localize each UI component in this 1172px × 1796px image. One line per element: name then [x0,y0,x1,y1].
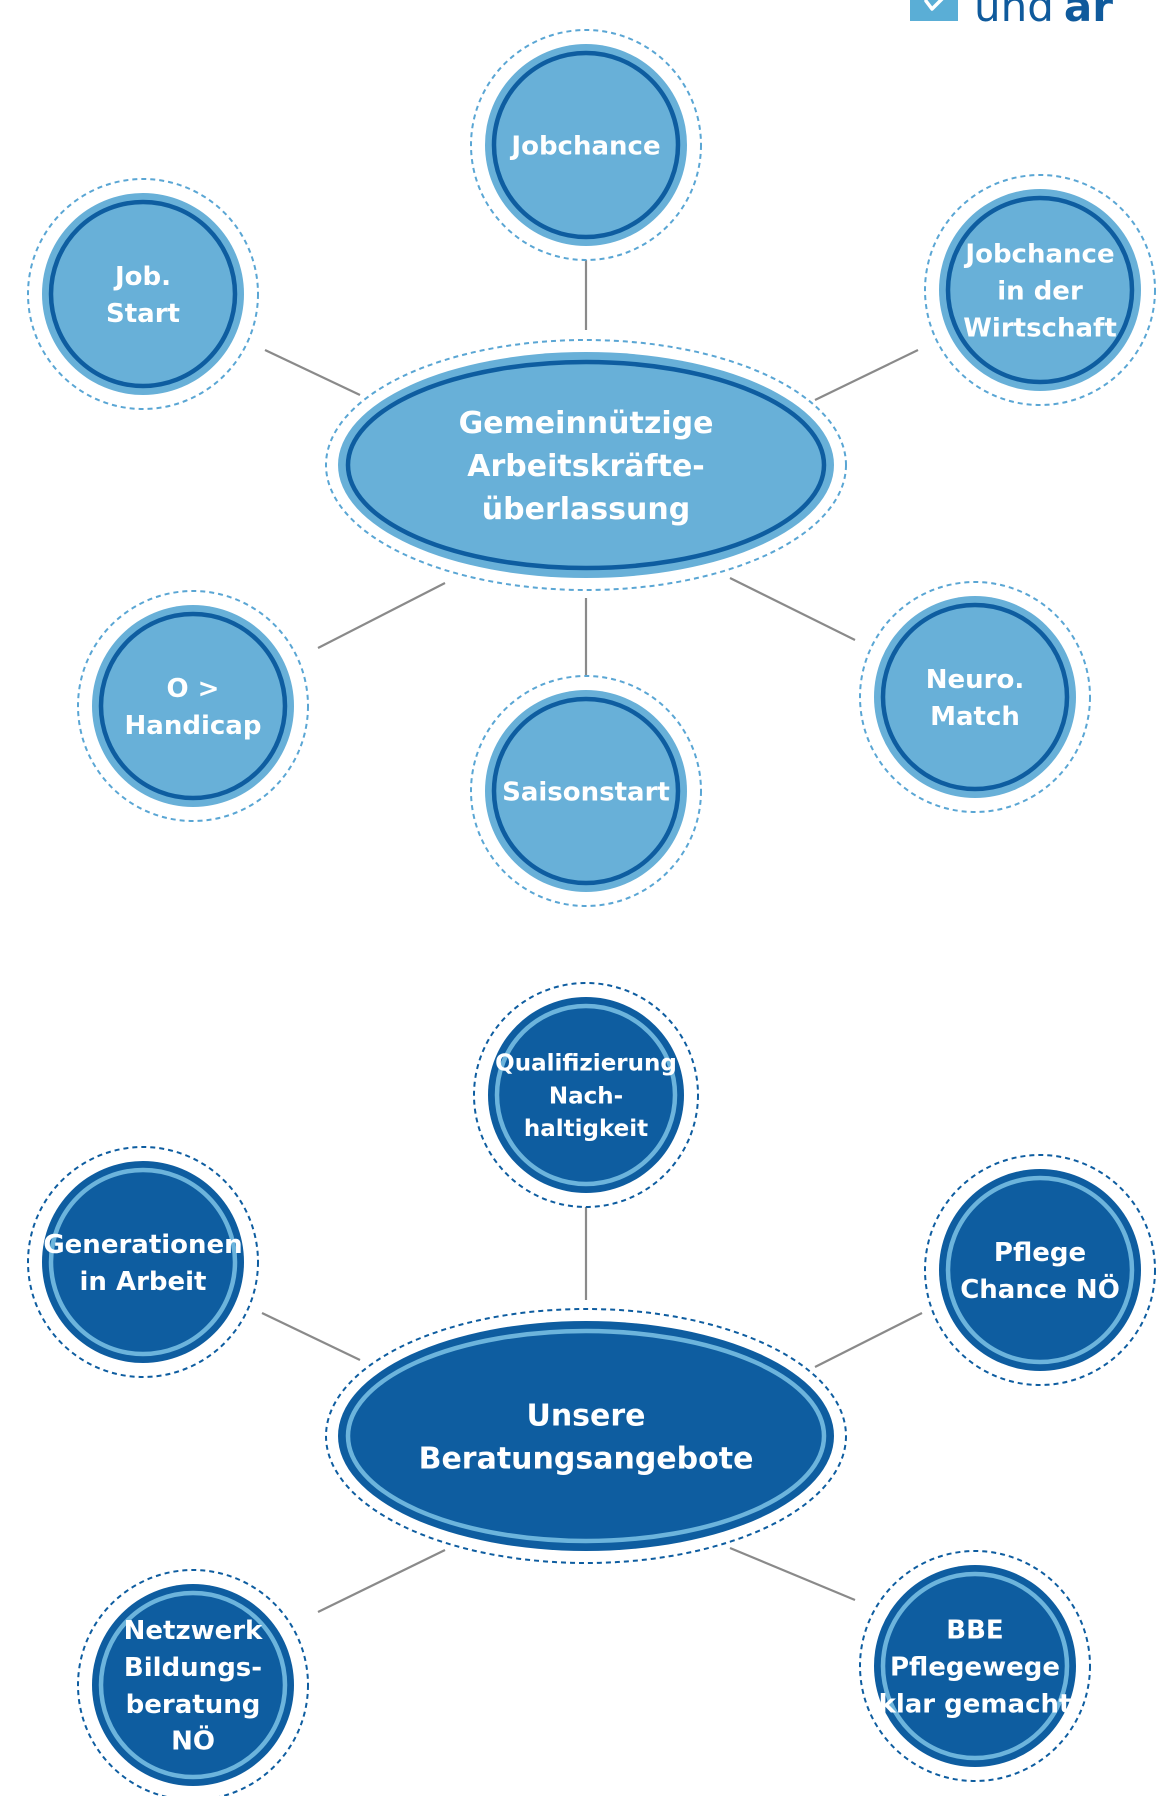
node-dashed-outline [470,675,702,907]
logo: und ar [910,0,1113,31]
node-dashed-outline [924,1154,1156,1386]
node-fill [92,605,294,807]
node-job-start: Job. Start [27,178,259,410]
node-fill [92,1584,294,1786]
node-ring [880,602,1070,792]
center-ring [345,1328,827,1544]
node-dashed-outline [27,178,259,410]
node-ring [491,696,681,886]
node-saisonstart-label-line-1: Saisonstart [502,777,670,807]
node-qualifizierung-label-line-3: haltigkeit [524,1116,648,1142]
center-beratungsangebote-label-line-2: Beratungsangebote [419,1441,754,1476]
node-fill [42,1161,244,1363]
node-qualifizierung-label-line-1: Qualifizierung [495,1051,677,1077]
node-bbe-pflegewege-label-line-2: Pflegewege [890,1652,1060,1682]
center-beratungsangebote-label-line-1: Unsere [526,1398,645,1433]
node-dashed-outline [27,1146,259,1378]
node-fill [485,44,687,246]
node-o-handicap-label-line-1: O > [167,674,220,704]
node-qualifizierung-label-line-2: Nach- [549,1083,623,1109]
node-fill [485,690,687,892]
node-netzwerk-label-line-4: NÖ [171,1724,215,1757]
node-generationen: Generationen in Arbeit [27,1146,259,1378]
node-fill [939,1169,1141,1371]
connector-pflege-chance [814,1312,923,1368]
connector-o-handicap [317,582,446,649]
node-netzwerk-label-line-3: beratung [126,1690,261,1720]
node-fill [874,596,1076,798]
connector-netzwerk [317,1549,446,1613]
node-jobchance-wirtschaft-label-line-1: Jobchance [963,239,1114,269]
node-ring [880,1571,1070,1761]
connector-generationen [261,1312,361,1361]
node-dashed-outline [859,1550,1091,1782]
node-job-start-label-line-2: Start [106,299,180,329]
logo-text-bold: ar [1063,0,1113,31]
node-dashed-outline [77,590,309,822]
center-fill [338,1321,834,1551]
center-gemeinnuetzige-label-line-3: überlassung [482,492,690,527]
node-ring [98,1590,288,1780]
node-jobchance-wirtschaft-label-line-2: in der [997,276,1083,306]
node-dashed-outline [924,174,1156,406]
node-jobchance: Jobchance [470,29,702,261]
node-pflege-chance-label-line-1: Pflege [994,1238,1086,1268]
node-generationen-label-line-2: in Arbeit [79,1267,206,1297]
node-netzwerk-label-line-1: Netzwerk [124,1616,263,1646]
node-ring [98,611,288,801]
node-o-handicap: O > Handicap [77,590,309,822]
node-neuro-match-label-line-2: Match [930,702,1020,732]
node-jobchance-label-line-1: Jobchance [509,131,660,161]
connector-job-start [264,349,361,396]
node-dashed-outline [470,29,702,261]
node-bbe-pflegewege-label-line-1: BBE [946,1615,1003,1645]
node-dashed-outline [473,982,699,1208]
node-ring [945,1175,1135,1365]
node-fill [874,1565,1076,1767]
node-netzwerk-label-line-2: Bildungs- [124,1653,262,1683]
node-ring [945,195,1135,385]
node-job-start-label-line-1: Job. [113,262,171,292]
node-bbe-pflegewege: BBE Pflegewege klar gemacht [859,1550,1091,1782]
node-generationen-label-line-1: Generationen [43,1230,242,1260]
node-fill [42,193,244,395]
node-ring [48,199,238,389]
node-o-handicap-label-line-2: Handicap [125,711,262,741]
node-neuro-match: Neuro. Match [859,581,1091,813]
center-gemeinnuetzige-label-line-2: Arbeitskräfte- [467,449,705,484]
connector-jobchance-wirtschaft [814,349,919,401]
node-dashed-outline [77,1569,309,1796]
node-fill [939,189,1141,391]
center-dashed-outline [325,1308,847,1564]
connector-neuro-match [729,577,856,641]
logo-text-light: und [974,0,1054,31]
node-fill [488,997,684,1193]
diagram-beratungsangebote: QualifizierungNach-haltigkeitGeneratione… [27,982,1156,1796]
node-ring [491,50,681,240]
center-fill [338,352,834,578]
node-ring [494,1003,678,1187]
center-ring [345,359,827,571]
node-neuro-match-label-line-1: Neuro. [926,665,1024,695]
node-ring [48,1167,238,1357]
node-dashed-outline [859,581,1091,813]
node-bbe-pflegewege-label-line-3: klar gemacht [879,1689,1072,1719]
center-gemeinnuetzige-label-line-1: Gemeinnützige [459,406,714,441]
node-pflege-chance-label-line-2: Chance NÖ [960,1272,1120,1305]
center-dashed-outline [325,339,847,591]
checkmark-icon [910,0,958,21]
connector-bbe-pflegewege [729,1546,856,1602]
node-jobchance-wirtschaft-label-line-3: Wirtschaft [963,313,1117,343]
node-saisonstart: Saisonstart [470,675,702,907]
